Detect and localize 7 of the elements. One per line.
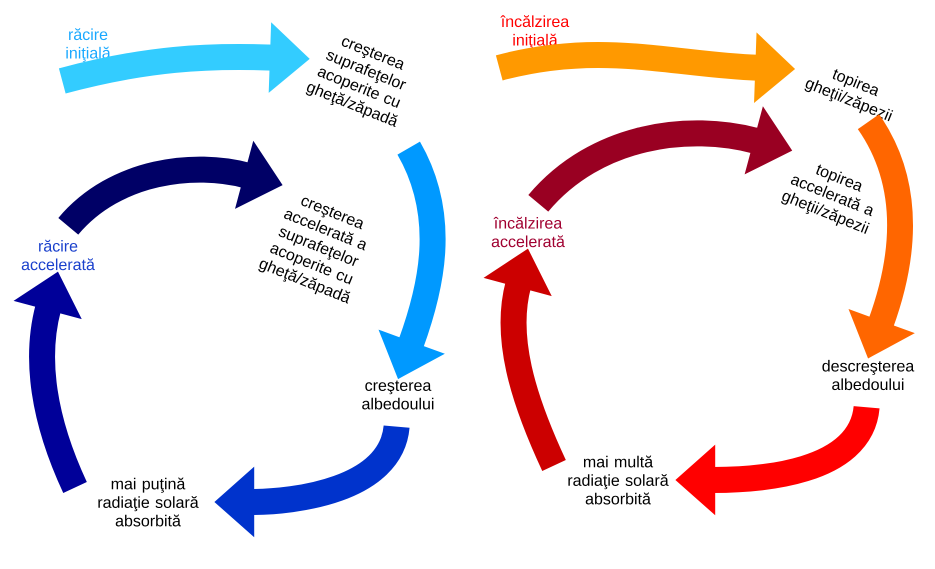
cycle-label: mai puţină radiaţie solară absorbită <box>98 478 199 526</box>
cycle-label: mai multă radiaţie solară absorbită <box>568 456 669 504</box>
cycle-label: încălzirea accelerată <box>492 216 565 248</box>
cycle-label: încălzirea iniţială <box>500 15 570 49</box>
cycle-label: creşterea albedoului <box>362 380 434 410</box>
cycle-label: răcire accelerată <box>22 240 95 270</box>
cycle-label: descreşterea albedoului <box>822 360 914 390</box>
